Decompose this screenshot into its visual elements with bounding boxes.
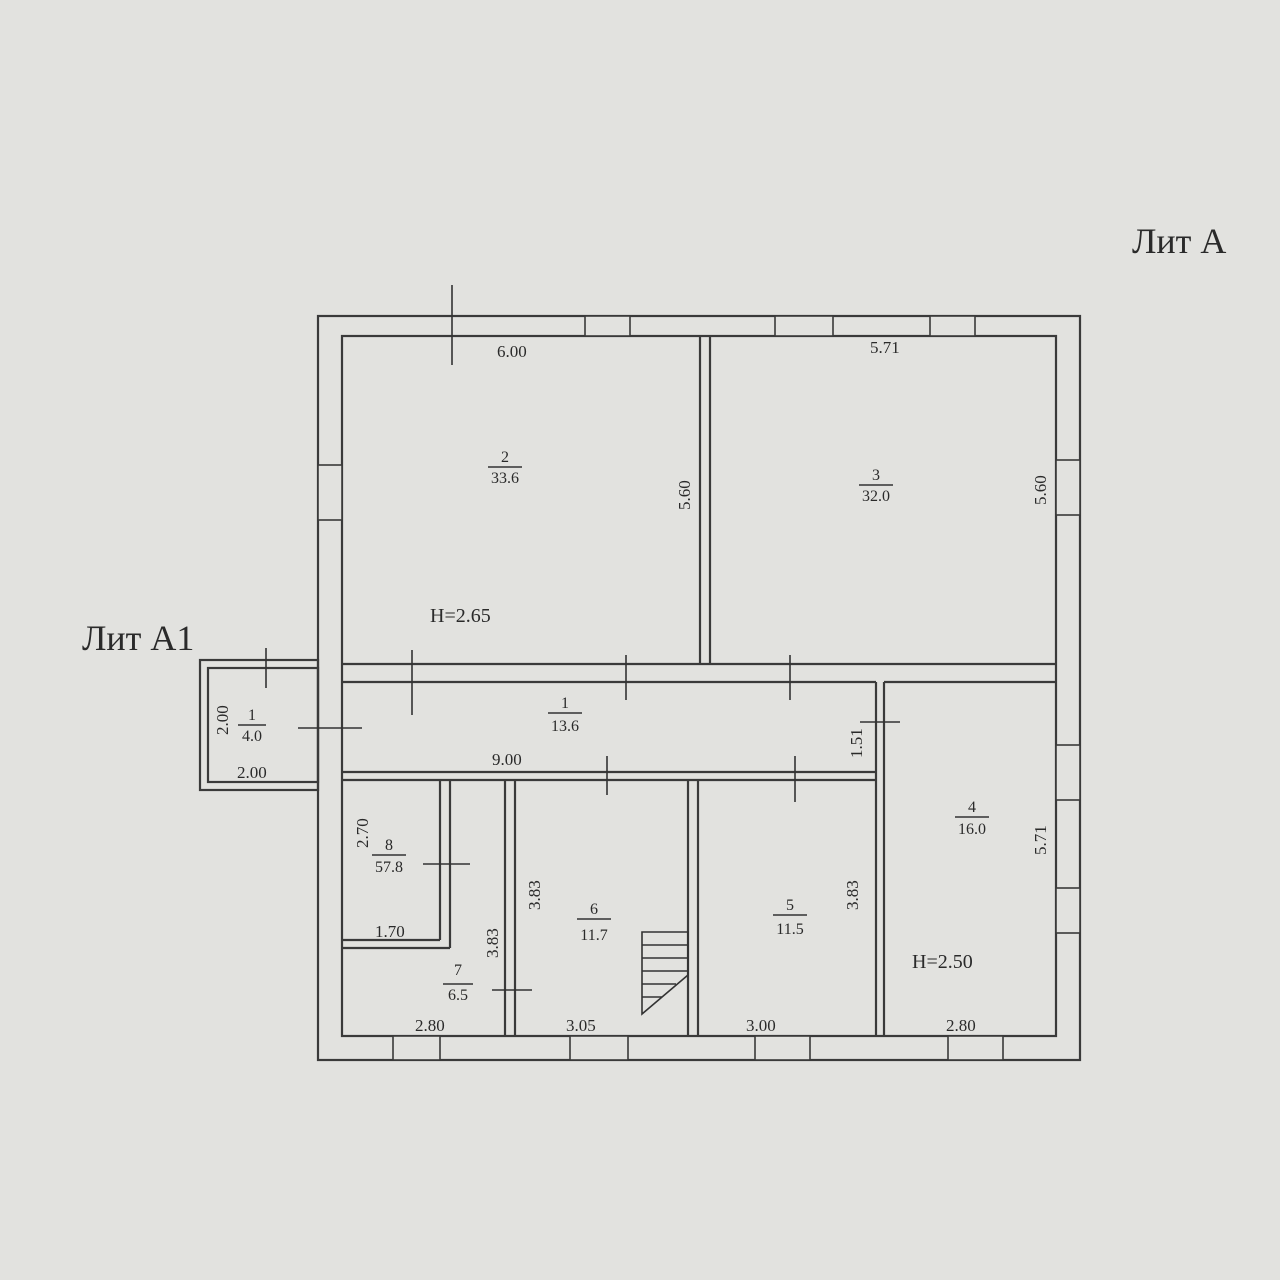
svg-text:8: 8 bbox=[385, 837, 393, 854]
svg-text:33.6: 33.6 bbox=[491, 470, 519, 487]
svg-text:5.71: 5.71 bbox=[1031, 825, 1050, 855]
svg-text:2.00: 2.00 bbox=[213, 705, 232, 735]
room-6: 611.7 bbox=[577, 901, 611, 944]
svg-text:3.83: 3.83 bbox=[483, 928, 502, 958]
svg-text:13.6: 13.6 bbox=[551, 718, 579, 735]
svg-text:4.0: 4.0 bbox=[242, 728, 262, 745]
svg-text:3.83: 3.83 bbox=[843, 880, 862, 910]
svg-text:11.5: 11.5 bbox=[776, 921, 803, 938]
svg-text:32.0: 32.0 bbox=[862, 488, 890, 505]
svg-text:2.00: 2.00 bbox=[237, 763, 267, 782]
label-lit-a: Лит А bbox=[1132, 221, 1226, 261]
svg-text:2.70: 2.70 bbox=[353, 818, 372, 848]
svg-text:9.00: 9.00 bbox=[492, 750, 522, 769]
svg-text:4: 4 bbox=[968, 799, 976, 816]
room-7: 76.5 bbox=[443, 962, 473, 1004]
svg-text:6.00: 6.00 bbox=[497, 342, 527, 361]
svg-text:3.83: 3.83 bbox=[525, 880, 544, 910]
room-1: 113.6 bbox=[548, 695, 582, 735]
staircase-icon bbox=[641, 931, 689, 1016]
svg-text:57.8: 57.8 bbox=[375, 859, 403, 876]
svg-text:7: 7 bbox=[454, 962, 462, 979]
heights: H=2.65 H=2.50 bbox=[430, 605, 973, 973]
svg-text:3.05: 3.05 bbox=[566, 1016, 596, 1035]
room-4: 416.0 bbox=[955, 799, 989, 838]
room-3: 332.0 bbox=[859, 467, 893, 505]
svg-text:5.60: 5.60 bbox=[675, 480, 694, 510]
svg-text:1: 1 bbox=[561, 695, 569, 712]
walls bbox=[198, 314, 1082, 1062]
svg-text:16.0: 16.0 bbox=[958, 821, 986, 838]
room-8: 857.8 bbox=[372, 837, 406, 876]
svg-text:2.80: 2.80 bbox=[946, 1016, 976, 1035]
svg-text:5.60: 5.60 bbox=[1031, 475, 1050, 505]
svg-text:6.5: 6.5 bbox=[448, 987, 468, 1004]
svg-text:3: 3 bbox=[872, 467, 880, 484]
svg-text:1.51: 1.51 bbox=[847, 728, 866, 758]
svg-text:11.7: 11.7 bbox=[580, 927, 607, 944]
svg-text:6: 6 bbox=[590, 901, 598, 918]
room-a1-1: 14.0 bbox=[238, 707, 266, 745]
windows bbox=[317, 315, 1081, 1061]
svg-text:2.80: 2.80 bbox=[415, 1016, 445, 1035]
room-2: 233.6 bbox=[488, 449, 522, 487]
svg-text:5.71: 5.71 bbox=[870, 338, 900, 357]
svg-text:1: 1 bbox=[248, 707, 256, 724]
svg-text:H=2.50: H=2.50 bbox=[912, 951, 973, 973]
svg-text:5: 5 bbox=[786, 897, 794, 914]
room-5: 511.5 bbox=[773, 897, 807, 938]
svg-text:2: 2 bbox=[501, 449, 509, 466]
svg-text:1.70: 1.70 bbox=[375, 922, 405, 941]
label-lit-a1: Лит А1 bbox=[82, 618, 194, 658]
svg-text:3.00: 3.00 bbox=[746, 1016, 776, 1035]
svg-text:H=2.65: H=2.65 bbox=[430, 605, 491, 627]
room-labels: 233.6 332.0 113.6 416.0 857.8 76.5 611.7… bbox=[238, 449, 989, 1004]
dimensions: 6.00 5.60 5.71 5.60 9.00 1.51 5.71 2.80 … bbox=[213, 338, 1050, 1035]
door-marks bbox=[265, 285, 900, 991]
